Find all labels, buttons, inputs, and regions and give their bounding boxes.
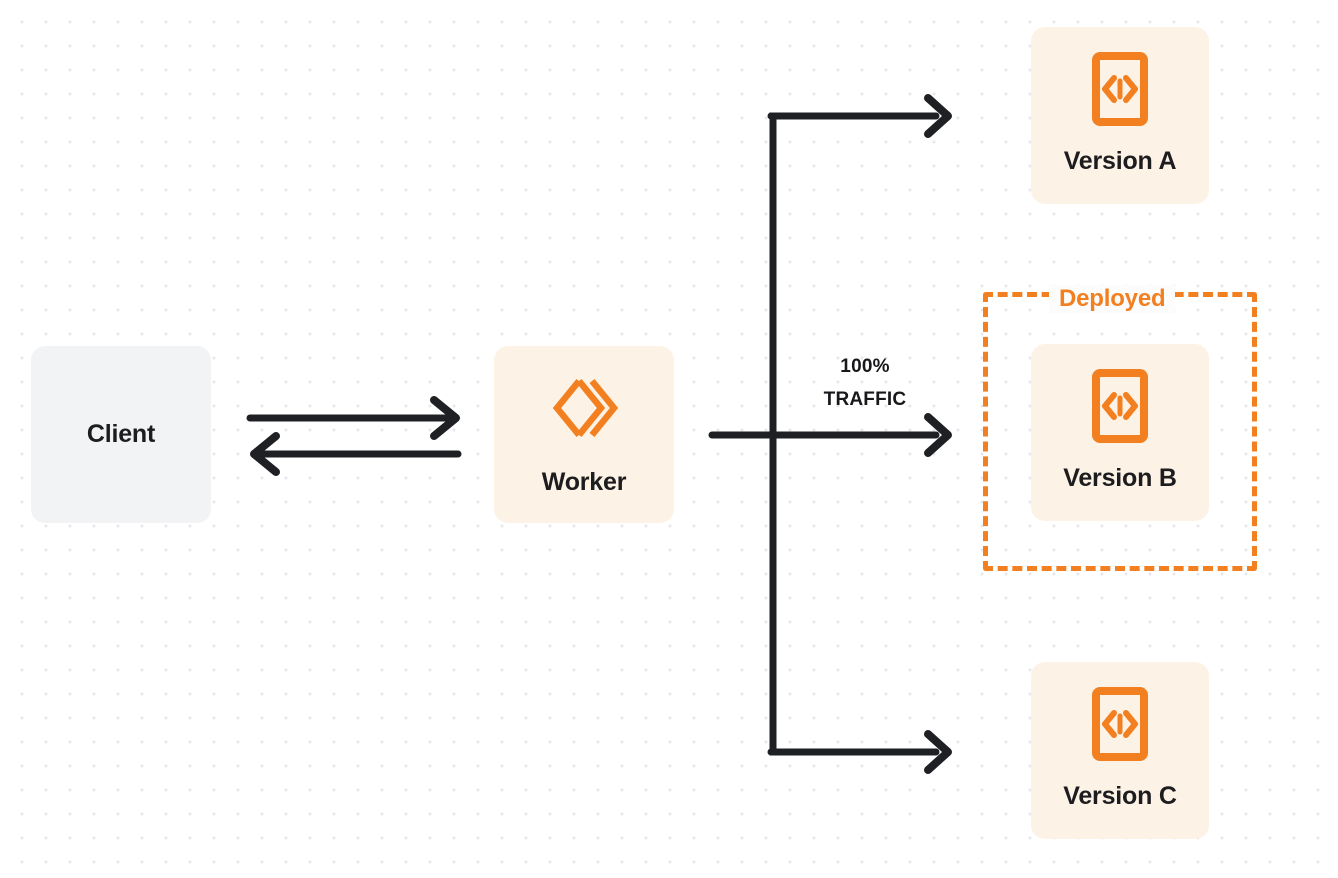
arrow-client-to-worker — [246, 396, 460, 440]
version-c-label: Version C — [1063, 781, 1177, 810]
arrow-worker-to-client — [250, 432, 462, 476]
traffic-annotation: 100% TRAFFIC — [790, 350, 940, 416]
cloudflare-workers-logo-icon — [545, 369, 623, 452]
version-c-node[interactable]: Version C — [1031, 662, 1209, 839]
worker-node[interactable]: Worker — [494, 346, 674, 523]
worker-label: Worker — [541, 467, 627, 496]
traffic-percent: 100% — [840, 356, 890, 377]
version-a-node[interactable]: Version A — [1031, 27, 1209, 204]
arrow-worker-to-version-a — [767, 94, 952, 138]
client-node[interactable]: Client — [31, 346, 211, 523]
version-b-label: Version B — [1063, 463, 1177, 492]
traffic-caption: TRAFFIC — [823, 389, 907, 410]
arrow-worker-to-version-c — [767, 730, 952, 774]
deployed-label: Deployed — [1049, 285, 1176, 313]
version-a-label: Version A — [1063, 146, 1177, 175]
client-label: Client — [86, 420, 156, 448]
arrow-worker-to-version-b — [708, 413, 952, 457]
code-document-icon — [1092, 51, 1148, 131]
version-b-node[interactable]: Version B — [1031, 344, 1209, 521]
code-document-icon — [1092, 368, 1148, 448]
code-document-icon — [1092, 686, 1148, 766]
